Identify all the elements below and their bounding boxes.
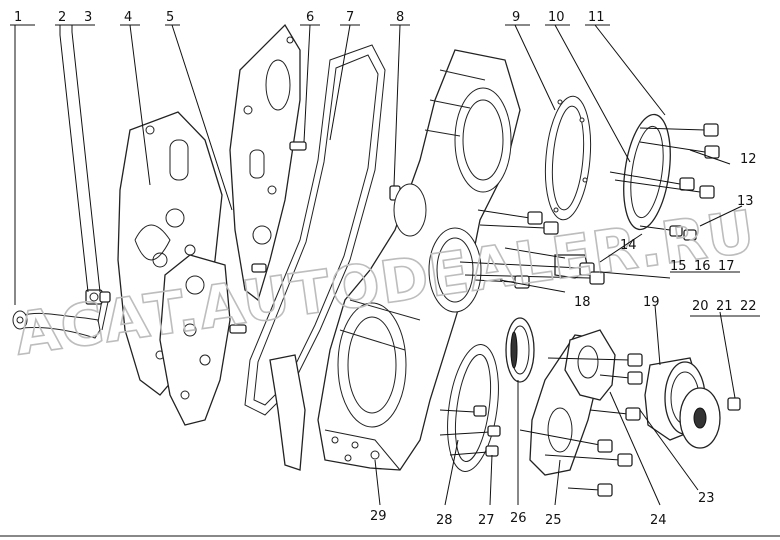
callout-3: 3 — [84, 10, 92, 25]
callout-29: 29 — [370, 509, 387, 524]
callout-1: 1 — [14, 10, 22, 25]
callout-13: 13 — [737, 194, 754, 209]
part-27-bolts — [439, 405, 501, 457]
callout-23: 23 — [698, 491, 715, 506]
callout-22: 22 — [740, 299, 757, 314]
callout-8: 8 — [396, 10, 404, 25]
callout-16: 16 — [694, 259, 711, 274]
part-19-23-pulley — [644, 357, 741, 449]
callout-10: 10 — [548, 10, 565, 25]
callout-5: 5 — [166, 10, 174, 25]
part-2-3-banjo-fitting — [85, 289, 111, 305]
callout-14: 14 — [620, 238, 637, 253]
part-26-oil-seal — [505, 317, 535, 383]
callout-28: 28 — [436, 513, 453, 528]
part-9-gasket — [544, 95, 592, 221]
callout-15: 15 — [670, 259, 687, 274]
callout-9: 9 — [512, 10, 520, 25]
callout-26: 26 — [510, 511, 527, 526]
callout-20: 20 — [692, 299, 709, 314]
part-6-bolt — [229, 141, 307, 334]
front-timing-plate — [229, 23, 301, 302]
callout-25: 25 — [545, 513, 562, 528]
callout-17: 17 — [718, 259, 735, 274]
callout-11: 11 — [588, 10, 605, 25]
callout-6: 6 — [306, 10, 314, 25]
callout-7: 7 — [346, 10, 354, 25]
part-7-gasket — [244, 44, 386, 471]
part-24-bracket — [547, 329, 643, 421]
leader-lines — [0, 24, 780, 537]
callout-19: 19 — [643, 295, 660, 310]
callout-18: 18 — [574, 295, 591, 310]
part-11-bolts — [609, 123, 720, 241]
part-5-plate — [159, 254, 231, 426]
callout-27: 27 — [478, 513, 495, 528]
callout-12: 12 — [740, 152, 757, 167]
part-10-cover — [623, 113, 671, 231]
callout-24: 24 — [650, 513, 667, 528]
callout-21: 21 — [716, 299, 733, 314]
callout-4: 4 — [124, 10, 132, 25]
callout-labels: 1 2 3 4 5 6 7 8 9 10 11 12 13 14 15 16 1… — [14, 10, 757, 528]
part-14-18-bolts — [459, 209, 605, 289]
part-29-timing-housing — [317, 49, 521, 471]
callout-2: 2 — [58, 10, 66, 25]
part-28-gasket — [447, 344, 499, 472]
